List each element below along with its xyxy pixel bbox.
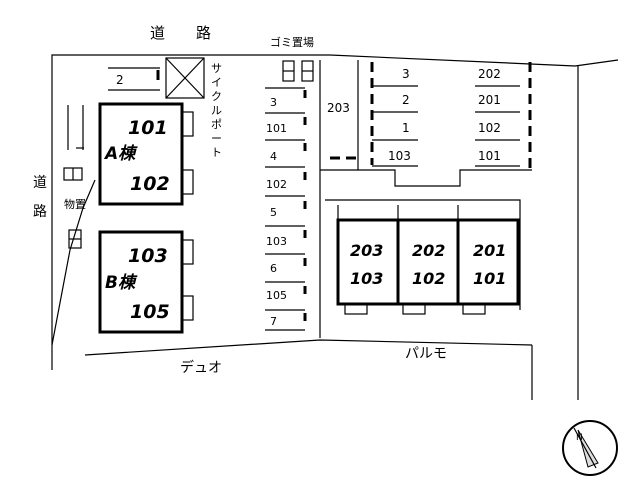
left-strip — [63, 105, 84, 249]
building-a-unit-bottom: 102 — [130, 173, 170, 195]
svg-text:102: 102 — [266, 178, 287, 191]
duo-label: デュオ — [180, 359, 222, 376]
building-a-name: A棟 — [103, 144, 138, 164]
svg-text:2: 2 — [402, 93, 410, 107]
compass-icon — [562, 420, 618, 476]
parking-right-b-labels: 202 201 102 101 — [478, 67, 501, 163]
building-b-name: B棟 — [105, 273, 138, 293]
svg-text:102: 102 — [412, 269, 445, 288]
svg-text:202: 202 — [412, 241, 445, 260]
parking-left-top — [108, 67, 160, 91]
parking-right-a — [370, 62, 418, 167]
building-a-unit-top: 101 — [128, 117, 168, 139]
svg-text:1: 1 — [402, 121, 410, 135]
parking-label-203: 203 — [327, 101, 350, 115]
svg-text:103: 103 — [350, 269, 383, 288]
garbage-bins — [282, 60, 314, 82]
parking-right-a-labels: 3 2 1 103 — [388, 67, 411, 163]
svg-text:サ: サ — [211, 62, 222, 75]
svg-text:202: 202 — [478, 67, 501, 81]
parking-label-2: 2 — [116, 73, 124, 87]
svg-text:203: 203 — [350, 241, 383, 260]
cycle-port — [165, 57, 205, 99]
svg-text:ト: ト — [211, 146, 222, 159]
building-b — [98, 230, 194, 334]
svg-text:103: 103 — [388, 149, 411, 163]
building-a — [98, 102, 194, 206]
palmo-label: パルモ — [405, 346, 447, 362]
parking-right-b — [475, 62, 532, 170]
svg-text:6: 6 — [270, 262, 277, 275]
svg-text:ポ: ポ — [211, 118, 222, 131]
svg-text:102: 102 — [478, 121, 501, 135]
building-b-unit-top: 103 — [128, 245, 168, 267]
svg-text:201: 201 — [478, 93, 501, 107]
palmo-building — [320, 169, 532, 315]
garbage-label: ゴミ置場 — [270, 35, 314, 49]
parking-203-area — [330, 60, 359, 170]
palmo-unit-labels: 203 103 202 102 201 101 — [350, 241, 506, 288]
road-left-bottom-label: 路 — [33, 204, 47, 220]
svg-text:イ: イ — [211, 76, 222, 89]
svg-text:103: 103 — [266, 235, 287, 248]
svg-text:101: 101 — [478, 149, 501, 163]
road-left-top-label: 道 — [33, 175, 47, 191]
cycle-port-label: サ イ ク ル ポ ー ト — [211, 62, 222, 159]
site-boundary — [51, 54, 619, 400]
storage-label: 物置 — [64, 197, 86, 211]
svg-text:101: 101 — [473, 269, 506, 288]
svg-text:105: 105 — [266, 289, 287, 302]
svg-text:ク: ク — [211, 90, 222, 103]
left-road-edge — [51, 179, 96, 346]
road-top-label: 道 路 — [150, 24, 219, 42]
svg-text:3: 3 — [402, 67, 410, 81]
svg-text:3: 3 — [270, 96, 277, 109]
svg-text:101: 101 — [266, 122, 287, 135]
svg-text:7: 7 — [270, 315, 277, 328]
svg-text:201: 201 — [473, 241, 506, 260]
parking-middle — [265, 60, 321, 338]
svg-text:ー: ー — [211, 132, 222, 145]
svg-text:4: 4 — [270, 150, 277, 163]
compass-n-label: N — [576, 433, 583, 443]
building-b-unit-bottom: 105 — [130, 301, 170, 323]
parking-middle-labels: 3 101 4 102 5 103 6 105 7 — [266, 96, 287, 328]
svg-text:5: 5 — [270, 206, 277, 219]
svg-text:ル: ル — [211, 104, 222, 117]
